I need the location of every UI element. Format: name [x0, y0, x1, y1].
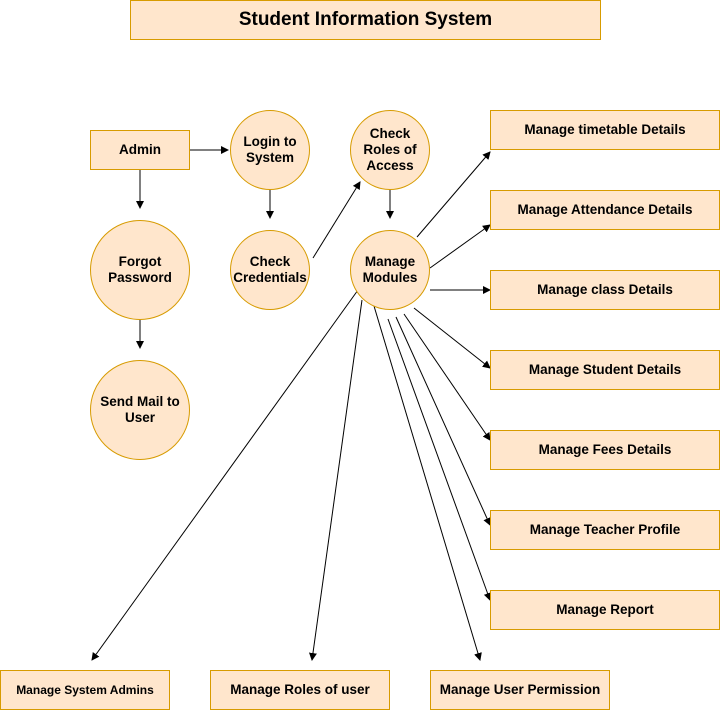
node-manage-teacher-profile: Manage Teacher Profile — [490, 510, 720, 550]
node-send-mail-to-user: Send Mail to User — [90, 360, 190, 460]
edge-modules-attendance — [429, 224, 491, 269]
node-manage-report: Manage Report — [490, 590, 720, 630]
node-manage-fees-details: Manage Fees Details — [490, 430, 720, 470]
node-forgot-password: Forgot Password — [90, 220, 190, 320]
edge-credentials-roles — [312, 181, 361, 259]
node-login-to-system: Login to System — [230, 110, 310, 190]
edge-modules-teacher — [395, 316, 491, 526]
node-manage-timetable-details: Manage timetable Details — [490, 110, 720, 150]
node-admin: Admin — [90, 130, 190, 170]
edge-modules-userpermission — [373, 305, 482, 661]
edge-modules-systemadmins — [91, 289, 359, 661]
edge-modules-rolesofuser — [309, 299, 363, 661]
edge-modules-report — [387, 318, 492, 601]
edge-modules-fees — [403, 313, 491, 441]
node-manage-roles-of-user: Manage Roles of user — [210, 670, 390, 710]
node-manage-system-admins: Manage System Admins — [0, 670, 170, 710]
node-manage-modules: Manage Modules — [350, 230, 430, 310]
node-manage-student-details: Manage Student Details — [490, 350, 720, 390]
node-check-roles-of-access: Check Roles of Access — [350, 110, 430, 190]
edge-modules-timetable — [416, 151, 491, 238]
node-manage-attendance-details: Manage Attendance Details — [490, 190, 720, 230]
diagram-title: Student Information System — [130, 0, 601, 40]
node-check-credentials: Check Credentials — [230, 230, 310, 310]
edge-modules-student — [413, 307, 491, 369]
node-manage-user-permission: Manage User Permission — [430, 670, 610, 710]
node-manage-class-details: Manage class Details — [490, 270, 720, 310]
